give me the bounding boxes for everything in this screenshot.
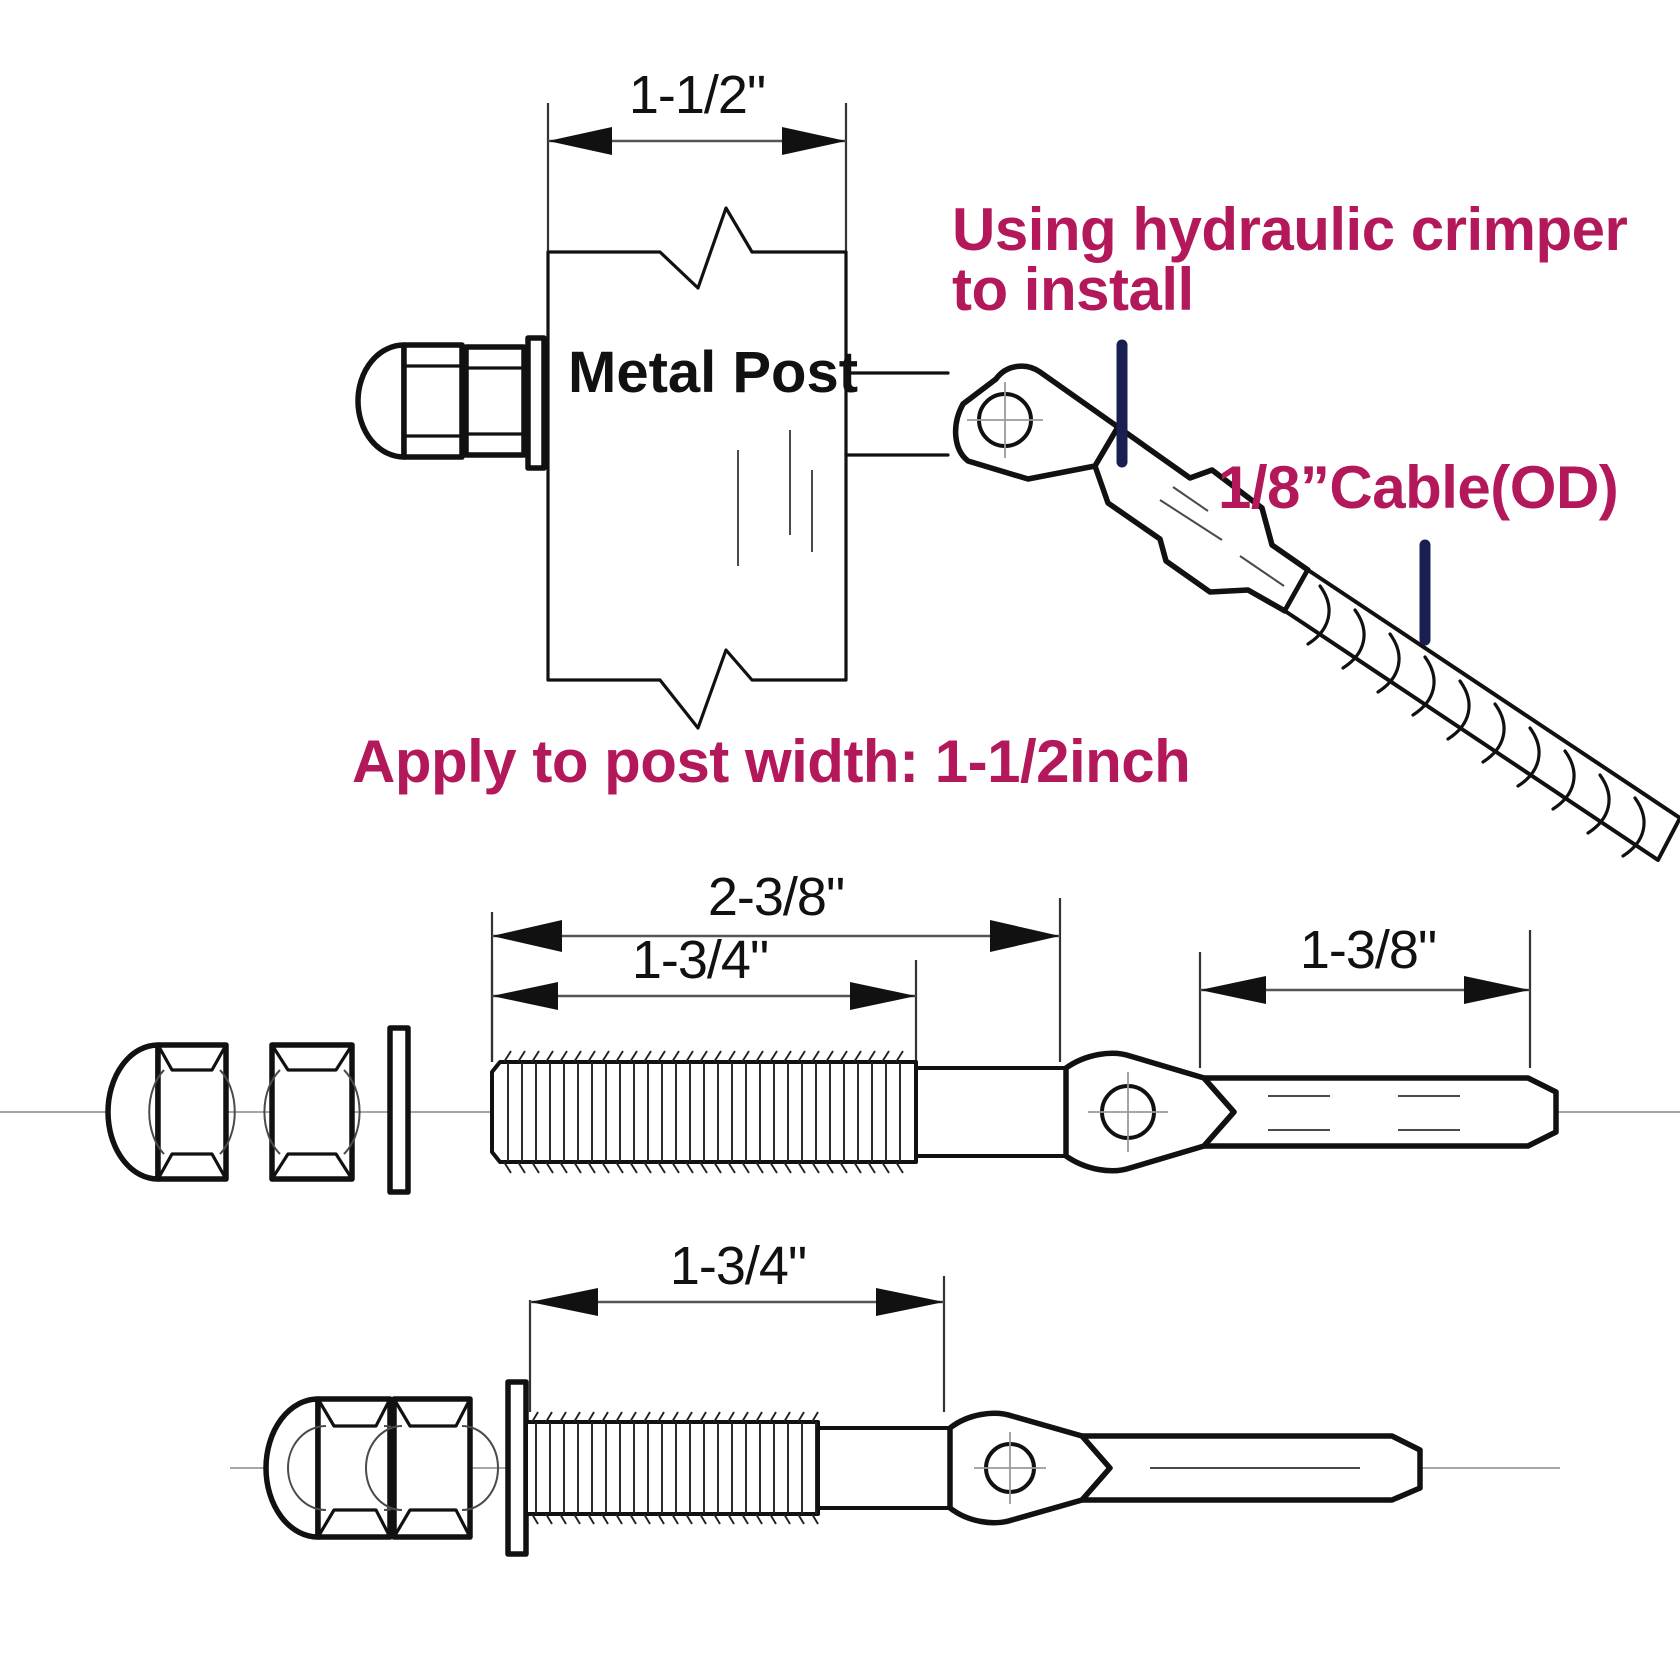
crimper-note-line2: to install xyxy=(952,256,1194,323)
post-width-dimension-label: 1-1/2" xyxy=(629,65,765,125)
bottom-thread-teeth xyxy=(531,1411,819,1525)
top-swage-barrel xyxy=(1092,424,1311,614)
crimper-note-line1: Using hydraulic crimper xyxy=(952,196,1628,263)
threaded-stud-rod xyxy=(490,1050,1068,1174)
cable-note-label: 1/8”Cable(OD) xyxy=(1218,454,1618,521)
bottom-hex-nut xyxy=(365,1396,499,1540)
apply-to-post-width-caption: Apply to post width: 1-1/2inch xyxy=(352,728,1190,795)
middle-view-group: 2-3/8" 1-3/4" 1-3/8" xyxy=(0,867,1680,1195)
cable-note: 1/8”Cable(OD) xyxy=(1218,454,1619,646)
swivel-toggle-joint xyxy=(1063,1050,1237,1174)
top-swivel-jaw xyxy=(952,363,1121,482)
bottom-threaded-stud xyxy=(524,1411,952,1525)
overall-stud-dimension: 2-3/8" xyxy=(490,867,1062,1062)
metal-post-label: Metal Post xyxy=(568,340,858,405)
thread-length-dimension: 1-3/4" xyxy=(490,930,918,1062)
thread-length-dimension-label: 1-3/4" xyxy=(632,930,768,990)
assembled-length-dimension-label: 1-3/4" xyxy=(670,1236,806,1296)
bottom-flat-washer xyxy=(505,1379,529,1557)
overall-stud-dimension-label: 2-3/8" xyxy=(708,867,844,927)
swage-barrel-terminal xyxy=(1201,1075,1559,1149)
swage-barrel-dimension-label: 1-3/8" xyxy=(1300,920,1436,980)
swage-barrel-dimension: 1-3/8" xyxy=(1198,920,1532,1068)
hex-nut xyxy=(263,1042,361,1182)
cable-wire-rope xyxy=(1283,568,1680,862)
assembled-length-dimension: 1-3/4" xyxy=(528,1236,946,1412)
thread-teeth xyxy=(503,1050,904,1174)
metal-post-shape: Metal Post xyxy=(546,206,858,730)
bottom-swivel-toggle-joint xyxy=(947,1410,1113,1526)
crimper-note: Using hydraulic crimper to install xyxy=(952,196,1628,468)
flat-washer xyxy=(387,1025,411,1195)
post-width-dimension: 1-1/2" xyxy=(546,65,848,252)
bottom-view-group: 1-3/4" xyxy=(230,1236,1560,1557)
bottom-swage-barrel xyxy=(1079,1433,1423,1503)
cap-nut xyxy=(105,1042,236,1182)
top-view-group: 1-1/2" Metal Post xyxy=(352,65,1680,862)
top-hardware-assembly xyxy=(355,335,547,471)
top-stud-and-terminal xyxy=(844,371,950,457)
